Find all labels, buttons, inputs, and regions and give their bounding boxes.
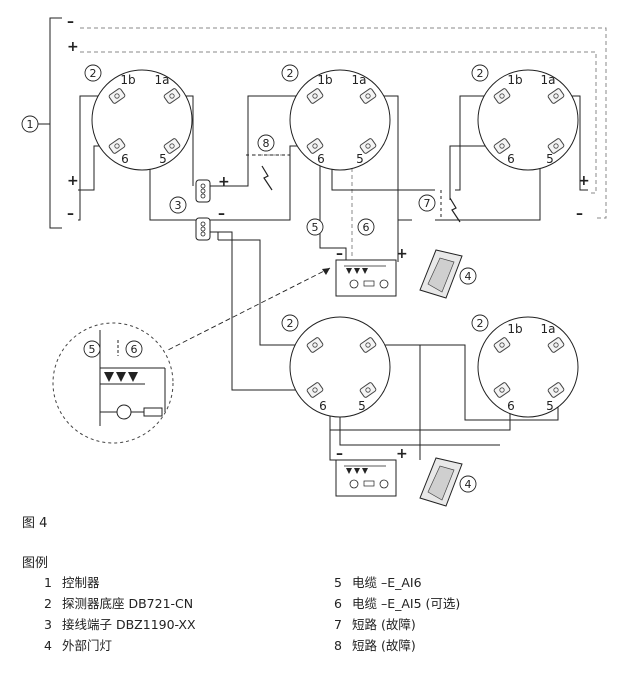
svg-text:1a: 1a: [541, 73, 556, 87]
callout-6-top: 6: [357, 218, 375, 236]
svg-text:5: 5: [159, 152, 167, 166]
wiring-diagram: 1 – + + –: [21, 14, 607, 507]
short-circuit-7: 7: [418, 190, 461, 223]
svg-text:2: 2: [287, 67, 294, 80]
block-minus: –: [218, 206, 225, 222]
lamp-bottom-plus: +: [396, 446, 408, 462]
controller-minus-bottom: –: [67, 206, 74, 222]
svg-text:1a: 1a: [541, 322, 556, 336]
svg-text:4: 4: [465, 270, 472, 283]
svg-text:5: 5: [89, 343, 96, 356]
controller-minus-top: –: [67, 14, 74, 30]
lamp-top-minus: –: [336, 246, 343, 262]
callout-4-bottom: 4: [459, 475, 477, 493]
detector-base-c: 1b 1a 6 5: [477, 69, 579, 171]
callout-1: 1: [21, 115, 39, 133]
svg-text:5: 5: [312, 221, 319, 234]
door-lamp-bottom: [419, 457, 463, 507]
svg-text:1a: 1a: [155, 73, 170, 87]
callout-4-top: 4: [459, 267, 477, 285]
magnify-arrow: [322, 268, 330, 275]
svg-text:5: 5: [546, 399, 554, 413]
terminal-block-lower: [195, 217, 211, 241]
svg-text:5: 5: [546, 152, 554, 166]
callout-2-c: 2: [471, 64, 489, 82]
callout-2-a: 2: [84, 64, 102, 82]
svg-text:6: 6: [363, 221, 370, 234]
callout-2-b: 2: [281, 64, 299, 82]
figure-caption: 图 4: [22, 516, 48, 531]
callout-5-top: 5: [306, 218, 324, 236]
terminal-block-upper: [195, 179, 211, 203]
svg-text:1: 1: [27, 118, 34, 131]
svg-text:2: 2: [287, 317, 294, 330]
block-plus: +: [218, 174, 230, 190]
door-lamp-interface-top: [335, 259, 397, 297]
svg-text:1a: 1a: [352, 73, 367, 87]
svg-text:8: 8: [263, 137, 270, 150]
base-c-minus: –: [576, 206, 583, 222]
short-circuit-8: 8: [246, 134, 290, 191]
controller-bracket: [38, 17, 62, 229]
svg-text:4: 4: [465, 478, 472, 491]
svg-text:6: 6: [131, 343, 138, 356]
svg-text:1b: 1b: [120, 73, 135, 87]
callout-6-detail: 6: [125, 340, 143, 358]
svg-text:5: 5: [358, 399, 366, 413]
lamp-top-plus: +: [396, 246, 408, 262]
callout-2-d: 2: [281, 314, 299, 332]
controller-plus-bottom: +: [67, 173, 79, 189]
svg-text:1b: 1b: [507, 322, 522, 336]
svg-text:1b: 1b: [317, 73, 332, 87]
svg-text:2: 2: [477, 67, 484, 80]
magnify-pointer: [167, 267, 331, 351]
svg-text:2: 2: [90, 67, 97, 80]
svg-text:3: 3: [175, 199, 182, 212]
svg-text:6: 6: [507, 399, 515, 413]
legend-title: 图例: [22, 556, 49, 571]
base-c-plus: +: [578, 173, 590, 189]
detector-base-d: 6 5: [289, 316, 391, 418]
callout-2-e: 2: [471, 314, 489, 332]
svg-text:6: 6: [121, 152, 129, 166]
detector-base-a: 1b 1a 6 5: [91, 69, 193, 171]
door-lamp-interface-bottom: [335, 459, 397, 497]
svg-text:6: 6: [507, 152, 515, 166]
svg-text:1b: 1b: [507, 73, 522, 87]
detector-base-b: 1b 1a 6 5: [289, 69, 391, 171]
svg-text:7: 7: [424, 197, 431, 210]
magnified-detail: [52, 322, 174, 444]
detector-base-e: 1b 1a 6 5: [477, 316, 579, 418]
svg-text:2: 2: [477, 317, 484, 330]
callout-3: 3: [169, 196, 187, 214]
lamp-bottom-minus: –: [336, 446, 343, 462]
svg-text:6: 6: [317, 152, 325, 166]
controller-plus-top: +: [67, 39, 79, 55]
svg-text:6: 6: [319, 399, 327, 413]
svg-text:5: 5: [356, 152, 364, 166]
callout-5-detail: 5: [83, 340, 101, 358]
door-lamp-top: [419, 249, 463, 299]
